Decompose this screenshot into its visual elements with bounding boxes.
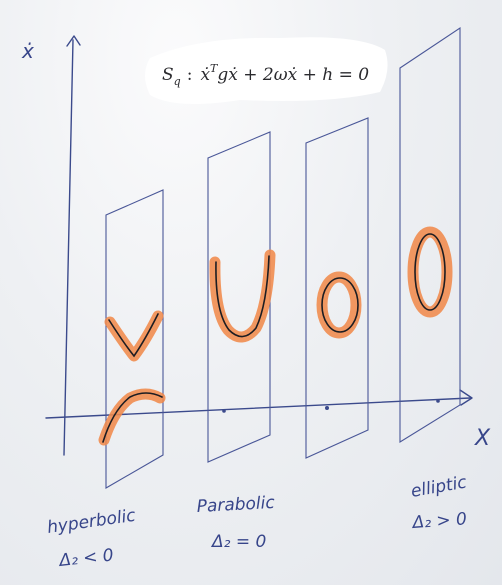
equation: Sq:ẋTgẋ + 2ωẋ + h = 0	[162, 62, 369, 88]
y-axis-arrow	[66, 35, 81, 47]
parabola-curve	[209, 249, 276, 343]
axis-dot-4	[436, 399, 440, 403]
label-hyperbolic: hyperbolic	[46, 506, 138, 538]
label-parabolic-condition: Δ₂ = 0	[210, 532, 266, 552]
ellipse-curve-small	[316, 271, 362, 339]
label-parabolic: Parabolic	[196, 493, 276, 517]
ellipse-curve-large	[407, 226, 453, 318]
label-elliptic: elliptic	[409, 472, 468, 502]
y-axis	[63, 39, 74, 456]
x-axis-label: X	[474, 426, 491, 451]
plane-2	[207, 131, 271, 463]
axis-dot-2	[222, 409, 226, 413]
plane-3	[305, 117, 369, 459]
x-axis-arrow	[459, 389, 473, 406]
x-axis	[45, 397, 471, 419]
label-hyperbolic-condition: Δ₂ < 0	[56, 545, 114, 571]
label-elliptic-condition: Δ₂ > 0	[410, 509, 468, 533]
plane-1	[105, 189, 164, 489]
y-axis-label: ẋ	[21, 39, 34, 63]
hyperbola-curve	[98, 310, 166, 446]
plane-4	[399, 26, 461, 443]
equation-highlight	[145, 37, 388, 105]
axis-dot-3	[325, 406, 329, 410]
